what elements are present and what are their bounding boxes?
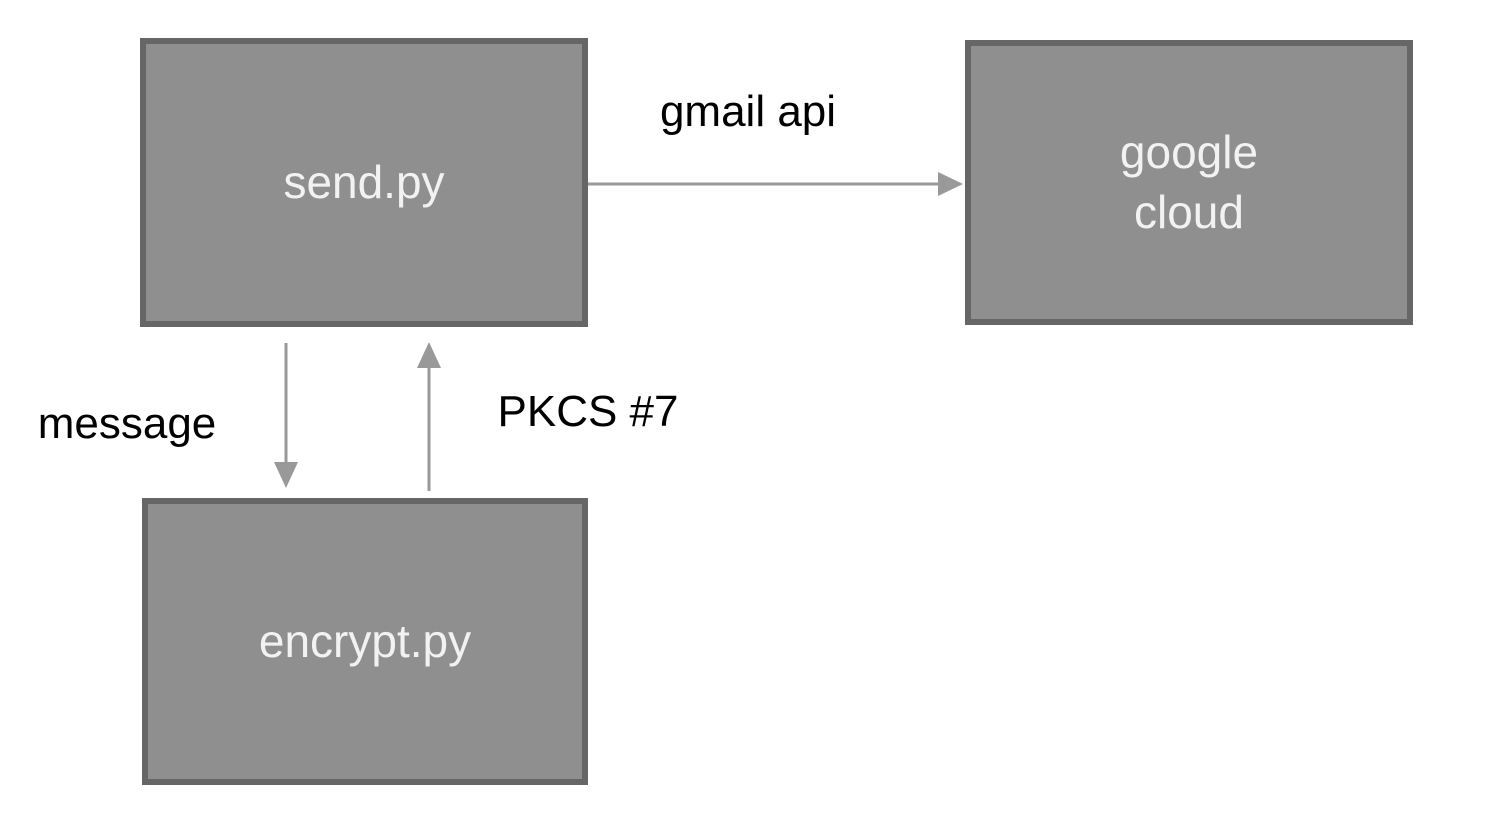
arrow-send-to-encrypt [274,343,298,488]
edge-label-gmail-api: gmail api [659,87,837,136]
node-label: google cloud [1119,125,1259,238]
edge-label-pkcs7: PKCS #7 [497,387,679,436]
node-label: encrypt.py [258,614,472,667]
node-encrypt-py: encrypt.py [142,498,588,785]
arrowhead-right-icon [938,172,963,196]
edge-label-message: message [37,399,217,448]
node-google-cloud: google cloud [965,40,1413,325]
arrowhead-down-icon [274,462,298,488]
arrowhead-up-icon [417,342,441,368]
arrow-send-to-google-cloud [588,172,963,196]
node-send-py: send.py [140,38,588,327]
arrow-encrypt-to-send [417,342,441,491]
node-label: send.py [283,155,445,208]
